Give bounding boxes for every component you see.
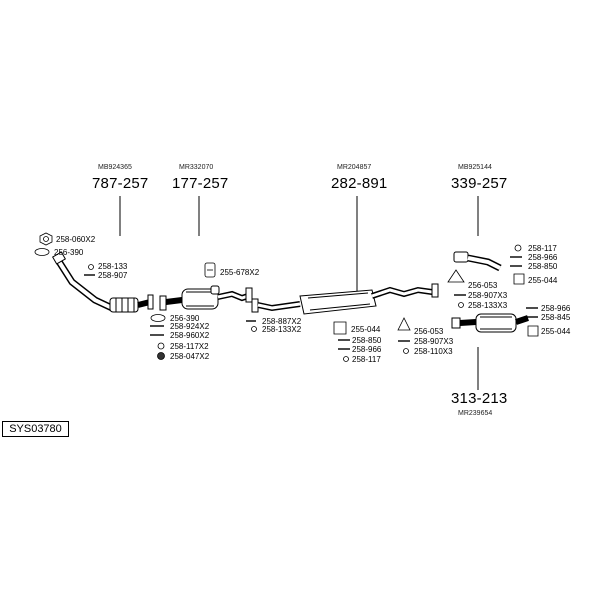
system-code-box: SYS03780 — [2, 421, 69, 437]
part-label[interactable]: 258-117 — [528, 244, 557, 253]
assembly-ref: MR204857 — [337, 164, 372, 171]
part-label[interactable]: 258-907X3 — [414, 337, 454, 346]
part-label[interactable]: 258-110X3 — [414, 347, 453, 356]
part-label[interactable]: 258-133 — [98, 262, 128, 271]
assembly-ref: MR332070 — [179, 164, 214, 171]
part-label[interactable]: 258-047X2 — [170, 352, 210, 361]
assembly-part-number[interactable]: 313-213 — [451, 390, 508, 407]
tail-pipe-part — [453, 251, 502, 272]
part-label[interactable]: 258-850 — [352, 336, 382, 345]
gasket-icon — [150, 314, 166, 322]
part-label[interactable]: 258-907X3 — [468, 291, 508, 300]
gasket-icon — [34, 248, 50, 256]
assembly-ref: MR239654 — [458, 410, 493, 417]
part-label[interactable]: 258-117X2 — [170, 342, 209, 351]
part-label[interactable]: 258-966 — [541, 304, 571, 313]
centre-muffler-part — [251, 283, 439, 315]
assembly-ref: MB924365 — [98, 164, 132, 171]
part-label[interactable]: 255-044 — [541, 327, 571, 336]
front-pipe-part — [51, 251, 154, 313]
part-label[interactable]: 255-678X2 — [220, 268, 260, 277]
rear-muffler-part — [451, 313, 529, 333]
washer-icon — [88, 264, 94, 270]
washer-icon — [343, 356, 349, 362]
nut-icon — [157, 352, 165, 360]
washer-icon — [514, 244, 522, 252]
assembly-part-number[interactable]: 787-257 — [92, 175, 149, 192]
washer-icon — [458, 302, 464, 308]
part-label[interactable]: 256-390 — [170, 314, 200, 323]
part-label[interactable]: 258-133X2 — [262, 325, 302, 334]
part-label[interactable]: 258-117 — [352, 355, 381, 364]
part-label[interactable]: 258-924X2 — [170, 322, 210, 331]
part-label[interactable]: 256-053 — [468, 281, 498, 290]
rubber-mount-icon — [527, 325, 539, 337]
part-label[interactable]: 258-907 — [98, 271, 128, 280]
assembly-ref: MB925144 — [458, 164, 492, 171]
part-label[interactable]: 258-133X3 — [468, 301, 508, 310]
washer-icon — [251, 326, 257, 332]
washer-icon — [157, 342, 165, 350]
rubber-mount-icon — [513, 273, 525, 285]
part-label[interactable]: 258-966 — [352, 345, 382, 354]
part-label[interactable]: 258-887X2 — [262, 317, 302, 326]
gasket-icon — [447, 269, 465, 283]
assembly-part-number[interactable]: 282-891 — [331, 175, 388, 192]
part-label[interactable]: 258-845 — [541, 313, 571, 322]
part-label[interactable]: 255-044 — [351, 325, 381, 334]
assembly-part-number[interactable]: 339-257 — [451, 175, 508, 192]
washer-icon — [403, 348, 409, 354]
part-label[interactable]: 258-960X2 — [170, 331, 210, 340]
part-label[interactable]: 255-044 — [528, 276, 558, 285]
part-label[interactable]: 258-966 — [528, 253, 558, 262]
part-label[interactable]: 258-060X2 — [56, 235, 96, 244]
rubber-mount-icon — [333, 321, 347, 335]
assembly-part-number[interactable]: 177-257 — [172, 175, 229, 192]
part-label[interactable]: 258-850 — [528, 262, 558, 271]
resonator-part — [159, 285, 253, 311]
part-label[interactable]: 256-053 — [414, 327, 444, 336]
gasket-icon — [397, 317, 411, 331]
part-label[interactable]: 256-390 — [54, 248, 84, 257]
